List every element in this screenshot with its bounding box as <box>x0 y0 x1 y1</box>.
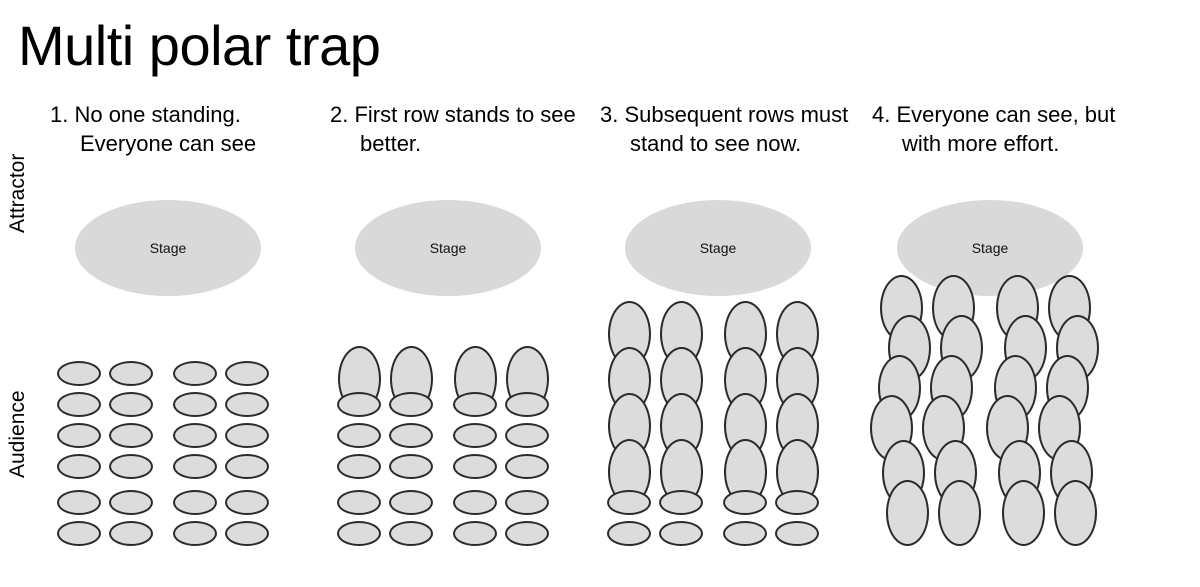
person-sitting <box>453 454 497 479</box>
person-sitting <box>173 392 217 417</box>
person-sitting <box>659 490 703 515</box>
person-sitting <box>389 490 433 515</box>
stage-shape: Stage <box>75 200 261 296</box>
panel-caption: 2. First row stands to see better. <box>330 102 576 156</box>
person-sitting <box>57 490 101 515</box>
person-sitting <box>225 361 269 386</box>
stage-shape: Stage <box>897 200 1083 296</box>
person-sitting <box>173 521 217 546</box>
person-sitting <box>109 423 153 448</box>
person-standing <box>930 355 973 421</box>
stage-shape: Stage <box>625 200 811 296</box>
person-sitting <box>659 521 703 546</box>
person-sitting <box>453 392 497 417</box>
person-sitting <box>453 423 497 448</box>
stage-shape: Stage <box>355 200 541 296</box>
audience-grid <box>330 296 605 546</box>
person-sitting <box>225 490 269 515</box>
person-sitting <box>723 490 767 515</box>
person-sitting <box>57 392 101 417</box>
person-sitting <box>775 490 819 515</box>
stage-label: Stage <box>699 240 737 256</box>
person-sitting <box>109 392 153 417</box>
person-sitting <box>173 361 217 386</box>
person-sitting <box>173 490 217 515</box>
person-sitting <box>505 423 549 448</box>
person-sitting <box>505 490 549 515</box>
audience-grid <box>50 296 325 546</box>
person-standing <box>1002 480 1045 546</box>
person-sitting <box>337 392 381 417</box>
person-sitting <box>337 423 381 448</box>
person-sitting <box>337 521 381 546</box>
person-sitting <box>607 490 651 515</box>
person-sitting <box>505 392 549 417</box>
panel-4: 4. Everyone can see, but with more effor… <box>870 100 1147 570</box>
panel-1: 1. No one standing. Everyone can see Sta… <box>50 100 325 570</box>
panel-caption: 4. Everyone can see, but with more effor… <box>872 102 1116 156</box>
person-sitting <box>173 423 217 448</box>
panel-3: 3. Subsequent rows must stand to see now… <box>600 100 875 570</box>
stage-label: Stage <box>149 240 187 256</box>
person-sitting <box>225 454 269 479</box>
person-sitting <box>775 521 819 546</box>
person-sitting <box>225 392 269 417</box>
person-sitting <box>389 521 433 546</box>
person-sitting <box>109 454 153 479</box>
stage-label: Stage <box>429 240 467 256</box>
person-standing <box>1054 480 1097 546</box>
panel-caption: 1. No one standing. Everyone can see <box>50 102 257 156</box>
person-sitting <box>57 454 101 479</box>
person-sitting <box>57 521 101 546</box>
panel-2: 2. First row stands to see better. Stage <box>330 100 605 570</box>
person-sitting <box>109 361 153 386</box>
person-sitting <box>505 521 549 546</box>
person-sitting <box>389 454 433 479</box>
person-sitting <box>389 392 433 417</box>
person-sitting <box>173 454 217 479</box>
person-sitting <box>225 521 269 546</box>
audience-grid <box>870 275 1147 546</box>
person-sitting <box>723 521 767 546</box>
person-sitting <box>453 490 497 515</box>
axis-label-audience: Audience <box>6 390 29 479</box>
person-sitting <box>505 454 549 479</box>
person-standing <box>938 480 981 546</box>
person-sitting <box>109 490 153 515</box>
person-sitting <box>337 454 381 479</box>
person-sitting <box>337 490 381 515</box>
stage-label: Stage <box>971 240 1009 256</box>
person-sitting <box>57 361 101 386</box>
audience-grid <box>600 296 875 546</box>
page-title: Multi polar trap <box>18 14 381 77</box>
person-sitting <box>389 423 433 448</box>
person-sitting <box>57 423 101 448</box>
person-sitting <box>607 521 651 546</box>
axis-label-attractor: Attractor <box>6 153 29 233</box>
person-sitting <box>225 423 269 448</box>
person-sitting <box>453 521 497 546</box>
panel-caption: 3. Subsequent rows must stand to see now… <box>600 102 849 156</box>
person-sitting <box>109 521 153 546</box>
person-standing <box>886 480 929 546</box>
